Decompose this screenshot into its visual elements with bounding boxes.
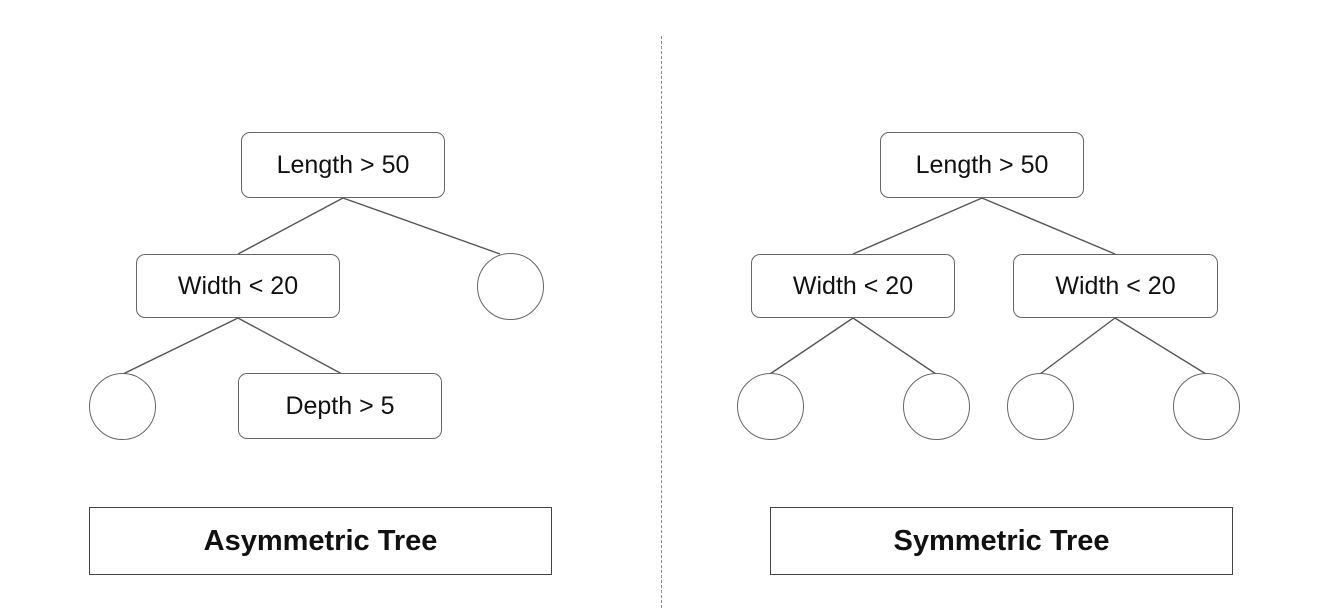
right-leaf-1: [737, 373, 804, 440]
panel-divider: [661, 36, 662, 608]
right-left-width-node: Width < 20: [751, 254, 955, 318]
edge-right-leftwidth-to-leaf1: [769, 317, 854, 375]
edge-left-root-to-width: [237, 197, 344, 255]
right-leaf-2: [903, 373, 970, 440]
edge-left-width-to-depth: [237, 317, 343, 375]
right-right-width-node: Width < 20: [1013, 254, 1218, 318]
left-root-leaf-node: [477, 253, 544, 320]
edge-left-width-to-leaf: [122, 317, 239, 375]
edge-right-rightwidth-to-leaf3: [1039, 317, 1116, 375]
edge-right-rightwidth-to-leaf4: [1114, 317, 1207, 375]
edge-left-root-to-leaf: [342, 197, 501, 255]
asymmetric-tree-caption: Asymmetric Tree: [89, 507, 552, 575]
right-root-node: Length > 50: [880, 132, 1084, 198]
left-root-node: Length > 50: [241, 132, 445, 198]
left-width-node: Width < 20: [136, 254, 340, 318]
symmetric-tree-caption: Symmetric Tree: [770, 507, 1233, 575]
edge-right-root-to-left-width: [852, 197, 983, 255]
edge-right-leftwidth-to-leaf2: [852, 317, 937, 375]
right-leaf-3: [1007, 373, 1074, 440]
left-width-leaf-node: [89, 373, 156, 440]
edge-right-root-to-right-width: [981, 197, 1116, 255]
left-depth-node: Depth > 5: [238, 373, 442, 439]
right-leaf-4: [1173, 373, 1240, 440]
